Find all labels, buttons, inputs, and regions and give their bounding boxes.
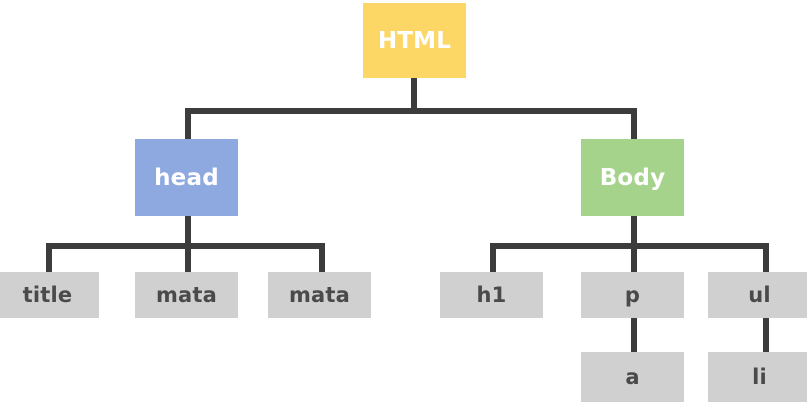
node-a[interactable]: a bbox=[581, 352, 684, 402]
edge-body-children-bar bbox=[490, 243, 769, 249]
node-head[interactable]: head bbox=[135, 139, 238, 216]
edge-head-children-bar bbox=[46, 243, 325, 249]
edge-p-to-a bbox=[631, 318, 637, 354]
node-html[interactable]: HTML bbox=[363, 3, 466, 78]
edge-head-to-mata-2 bbox=[319, 243, 325, 276]
node-ul[interactable]: ul bbox=[708, 272, 807, 318]
edge-html-children-bar bbox=[185, 108, 637, 114]
edge-ul-to-li bbox=[763, 318, 769, 354]
node-p[interactable]: p bbox=[581, 272, 684, 318]
edge-html-down bbox=[411, 78, 417, 111]
edge-body-to-h1 bbox=[490, 243, 496, 276]
edge-html-to-body bbox=[631, 108, 637, 142]
node-mata-2[interactable]: mata bbox=[268, 272, 371, 318]
node-h1[interactable]: h1 bbox=[440, 272, 543, 318]
edge-head-to-title bbox=[46, 243, 52, 276]
node-mata-1[interactable]: mata bbox=[135, 272, 238, 318]
edge-html-to-head bbox=[185, 108, 191, 142]
node-body[interactable]: Body bbox=[581, 139, 684, 216]
node-li[interactable]: li bbox=[708, 352, 807, 402]
node-title[interactable]: title bbox=[0, 272, 99, 318]
edge-body-to-ul bbox=[763, 243, 769, 276]
